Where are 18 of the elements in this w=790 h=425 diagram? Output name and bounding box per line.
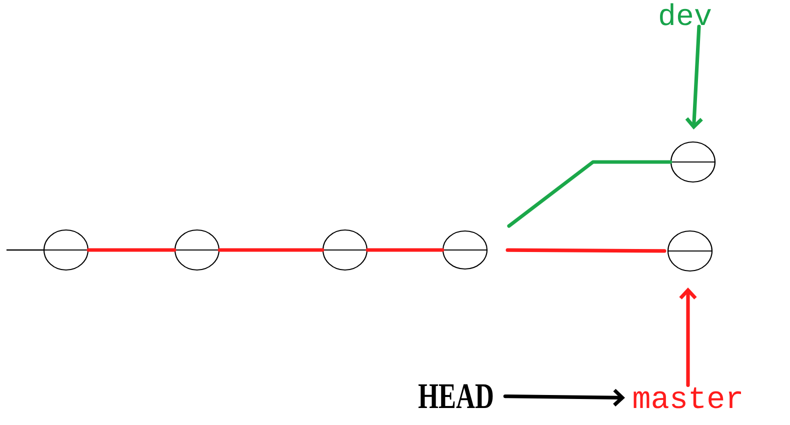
commit-circle bbox=[174, 229, 220, 271]
branch-label: master bbox=[634, 387, 741, 408]
arrow bbox=[685, 24, 703, 130]
commit-circle bbox=[442, 230, 488, 270]
commit-circle bbox=[670, 141, 716, 183]
connector-line bbox=[86, 248, 176, 252]
arrow bbox=[679, 288, 697, 387]
commit-circle bbox=[666, 230, 714, 272]
branch-line bbox=[507, 160, 672, 228]
commit-circle bbox=[322, 229, 368, 271]
head-label: HEAD bbox=[418, 384, 493, 408]
connector-line bbox=[506, 248, 666, 253]
connector-line bbox=[218, 248, 324, 252]
connector-line bbox=[6, 249, 44, 251]
commit-circle bbox=[42, 229, 90, 271]
arrow bbox=[503, 388, 625, 406]
connector-line bbox=[366, 248, 444, 252]
branch-label: dev bbox=[660, 3, 711, 26]
